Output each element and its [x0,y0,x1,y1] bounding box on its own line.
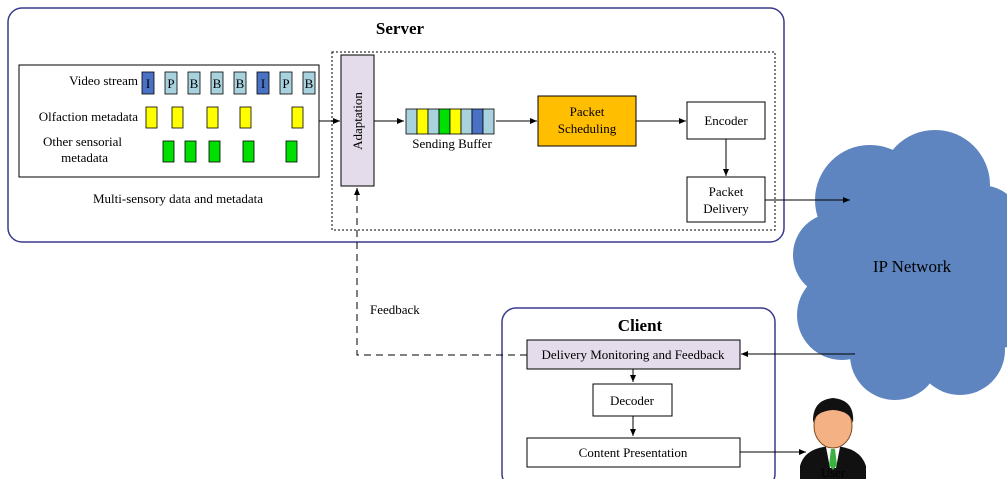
video-stream-label: Video stream [69,73,138,88]
olfaction-metadata-label: Olfaction metadata [39,109,138,124]
sensorial-block [285,140,298,163]
encoder-label: Encoder [704,113,748,128]
feedback-path [354,188,527,356]
video-frame [279,71,293,95]
video-frame [233,71,247,95]
video-frame [141,71,155,95]
user-label: User [821,465,846,479]
video-frame [164,71,178,95]
sensorial-block [242,140,255,163]
ip-network-cloud [793,130,1007,400]
sensorial-block [162,140,175,163]
buffer-cell [416,108,429,135]
video-frame-label: P [282,76,289,91]
feedback-label: Feedback [370,302,420,317]
ip-network-label: IP Network [873,257,952,276]
video-frame-label: I [261,76,265,91]
video-frame [302,71,316,95]
video-frame-label: I [146,76,150,91]
buffer-cell [449,108,462,135]
client-frame [501,307,776,479]
packet-scheduling-label-line1: Packet [570,104,605,119]
encoder-box [686,101,766,140]
olfaction-block [171,106,184,129]
delivery-monitoring-label: Delivery Monitoring and Feedback [541,347,725,362]
video-frame [210,71,224,95]
olfaction-block [145,106,158,129]
sending-buffer-label: Sending Buffer [412,136,492,151]
packet-scheduling-label-line2: Scheduling [558,121,617,136]
server-title: Server [376,19,425,38]
sensorial-block [184,140,197,163]
client-title: Client [618,316,663,335]
video-frame-label: B [213,76,222,91]
olfaction-block [291,106,304,129]
content-presentation-label: Content Presentation [579,445,688,460]
buffer-cell [471,108,484,135]
packet-delivery-label-line1: Packet [709,184,744,199]
buffer-cell [405,108,418,135]
decoder-box [592,383,673,417]
other-sensorial-label-line2: metadata [61,150,108,165]
buffer-cell [482,108,495,135]
packet-delivery-label-line2: Delivery [703,201,749,216]
multisensory-caption: Multi-sensory data and metadata [93,191,263,206]
video-frame-label: B [236,76,245,91]
sensorial-block [208,140,221,163]
buffer-cell [438,108,451,135]
video-frame-label: P [167,76,174,91]
buffer-cell [427,108,440,135]
decoder-label: Decoder [610,393,655,408]
packet-scheduling-box [537,95,637,147]
other-sensorial-label-line1: Other sensorial [43,134,122,149]
adaptation-label: Adaptation [350,92,365,150]
sending-buffer [405,108,495,135]
olfaction-block [239,106,252,129]
processing-region [331,51,776,231]
user-icon [800,398,866,479]
server-frame [7,7,785,243]
video-frame-label: B [190,76,199,91]
olfaction-block [206,106,219,129]
content-presentation-box [526,437,741,468]
buffer-cell [460,108,473,135]
video-frame-label: B [305,76,314,91]
video-frame [187,71,201,95]
packet-delivery-box [686,176,766,223]
video-frame [256,71,270,95]
